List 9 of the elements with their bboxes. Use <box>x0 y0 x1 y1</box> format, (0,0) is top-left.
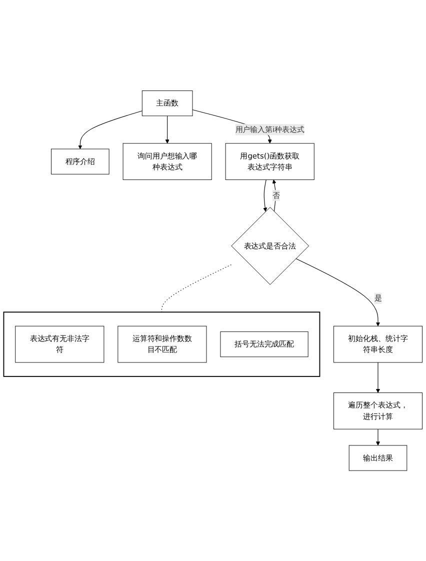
arrow <box>296 258 380 326</box>
arrow <box>376 428 380 446</box>
connector <box>161 264 232 312</box>
arrow <box>78 110 142 150</box>
arrow <box>272 179 276 212</box>
cluster <box>3 312 320 377</box>
arrow <box>263 179 268 212</box>
arrow <box>165 115 170 144</box>
arrow <box>376 362 380 393</box>
